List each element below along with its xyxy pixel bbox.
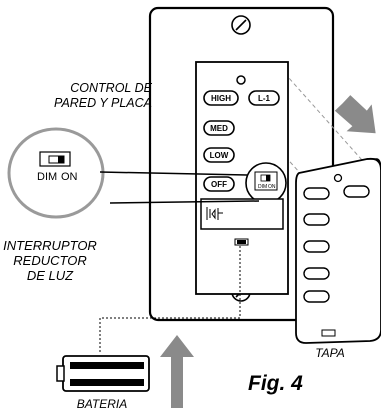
- cover-arrow-diagonal: [334, 95, 376, 134]
- cover-slot-3: [303, 213, 330, 226]
- cover-slot-6: [303, 290, 330, 303]
- l1-button-label: L-1: [258, 94, 271, 103]
- control-label: CONTROL DE PARED Y PLACA: [6, 81, 152, 111]
- dimmer-label-line-1: INTERRUPTOR: [3, 238, 97, 253]
- callout-line-bottom: [109, 200, 260, 204]
- top-screw-icon: [231, 15, 251, 35]
- callout-line-top: [99, 171, 248, 176]
- zoom-on-label: ON: [61, 171, 78, 183]
- dimmer-switch-label: INTERRUPTOR REDUCTOR DE LUZ: [0, 238, 100, 283]
- med-button-label: MED: [210, 124, 228, 133]
- module-dim-switch[interactable]: DIM ON: [254, 171, 278, 191]
- off-button-label: OFF: [211, 180, 227, 189]
- battery-icon: [56, 355, 150, 392]
- cover-slot-2: [343, 185, 370, 198]
- zoom-dim-label: DIM: [37, 171, 57, 183]
- cover-slot-1: [303, 187, 330, 200]
- low-button[interactable]: LOW: [203, 147, 235, 163]
- high-button[interactable]: HIGH: [203, 90, 239, 106]
- module-on-label: ON: [268, 184, 276, 190]
- battery-symbol-icon: [206, 207, 223, 220]
- control-label-line-1: CONTROL DE: [70, 81, 152, 95]
- module-dim-label: DIM: [258, 184, 267, 190]
- l1-button[interactable]: L-1: [248, 90, 280, 106]
- battery-wire-dotted: [99, 246, 241, 352]
- cover-slot-5: [303, 267, 330, 280]
- med-button[interactable]: MED: [203, 120, 235, 136]
- cover-label: TAPA: [315, 346, 345, 360]
- indicator-led: [236, 75, 246, 85]
- cover-tab: [321, 329, 336, 337]
- low-button-label: LOW: [210, 151, 229, 160]
- battery-label: BATERIA: [76, 397, 128, 411]
- high-button-label: HIGH: [211, 94, 231, 103]
- off-button[interactable]: OFF: [203, 176, 235, 192]
- switch-zoom-circle: [7, 127, 105, 219]
- zoomed-dim-switch: DIM ON: [37, 151, 78, 183]
- figure-label: Fig. 4: [248, 372, 303, 395]
- dimmer-label-line-2: REDUCTOR: [13, 253, 87, 268]
- insert-arrow-up: [160, 335, 194, 408]
- cover-led-hole: [333, 173, 343, 183]
- control-label-line-2: PARED Y PLACA: [54, 96, 152, 110]
- battery-compartment: [200, 198, 284, 230]
- dimmer-label-line-3: DE LUZ: [26, 268, 74, 283]
- cover-slot-4: [303, 240, 330, 253]
- battery-connector-pins: [237, 240, 246, 244]
